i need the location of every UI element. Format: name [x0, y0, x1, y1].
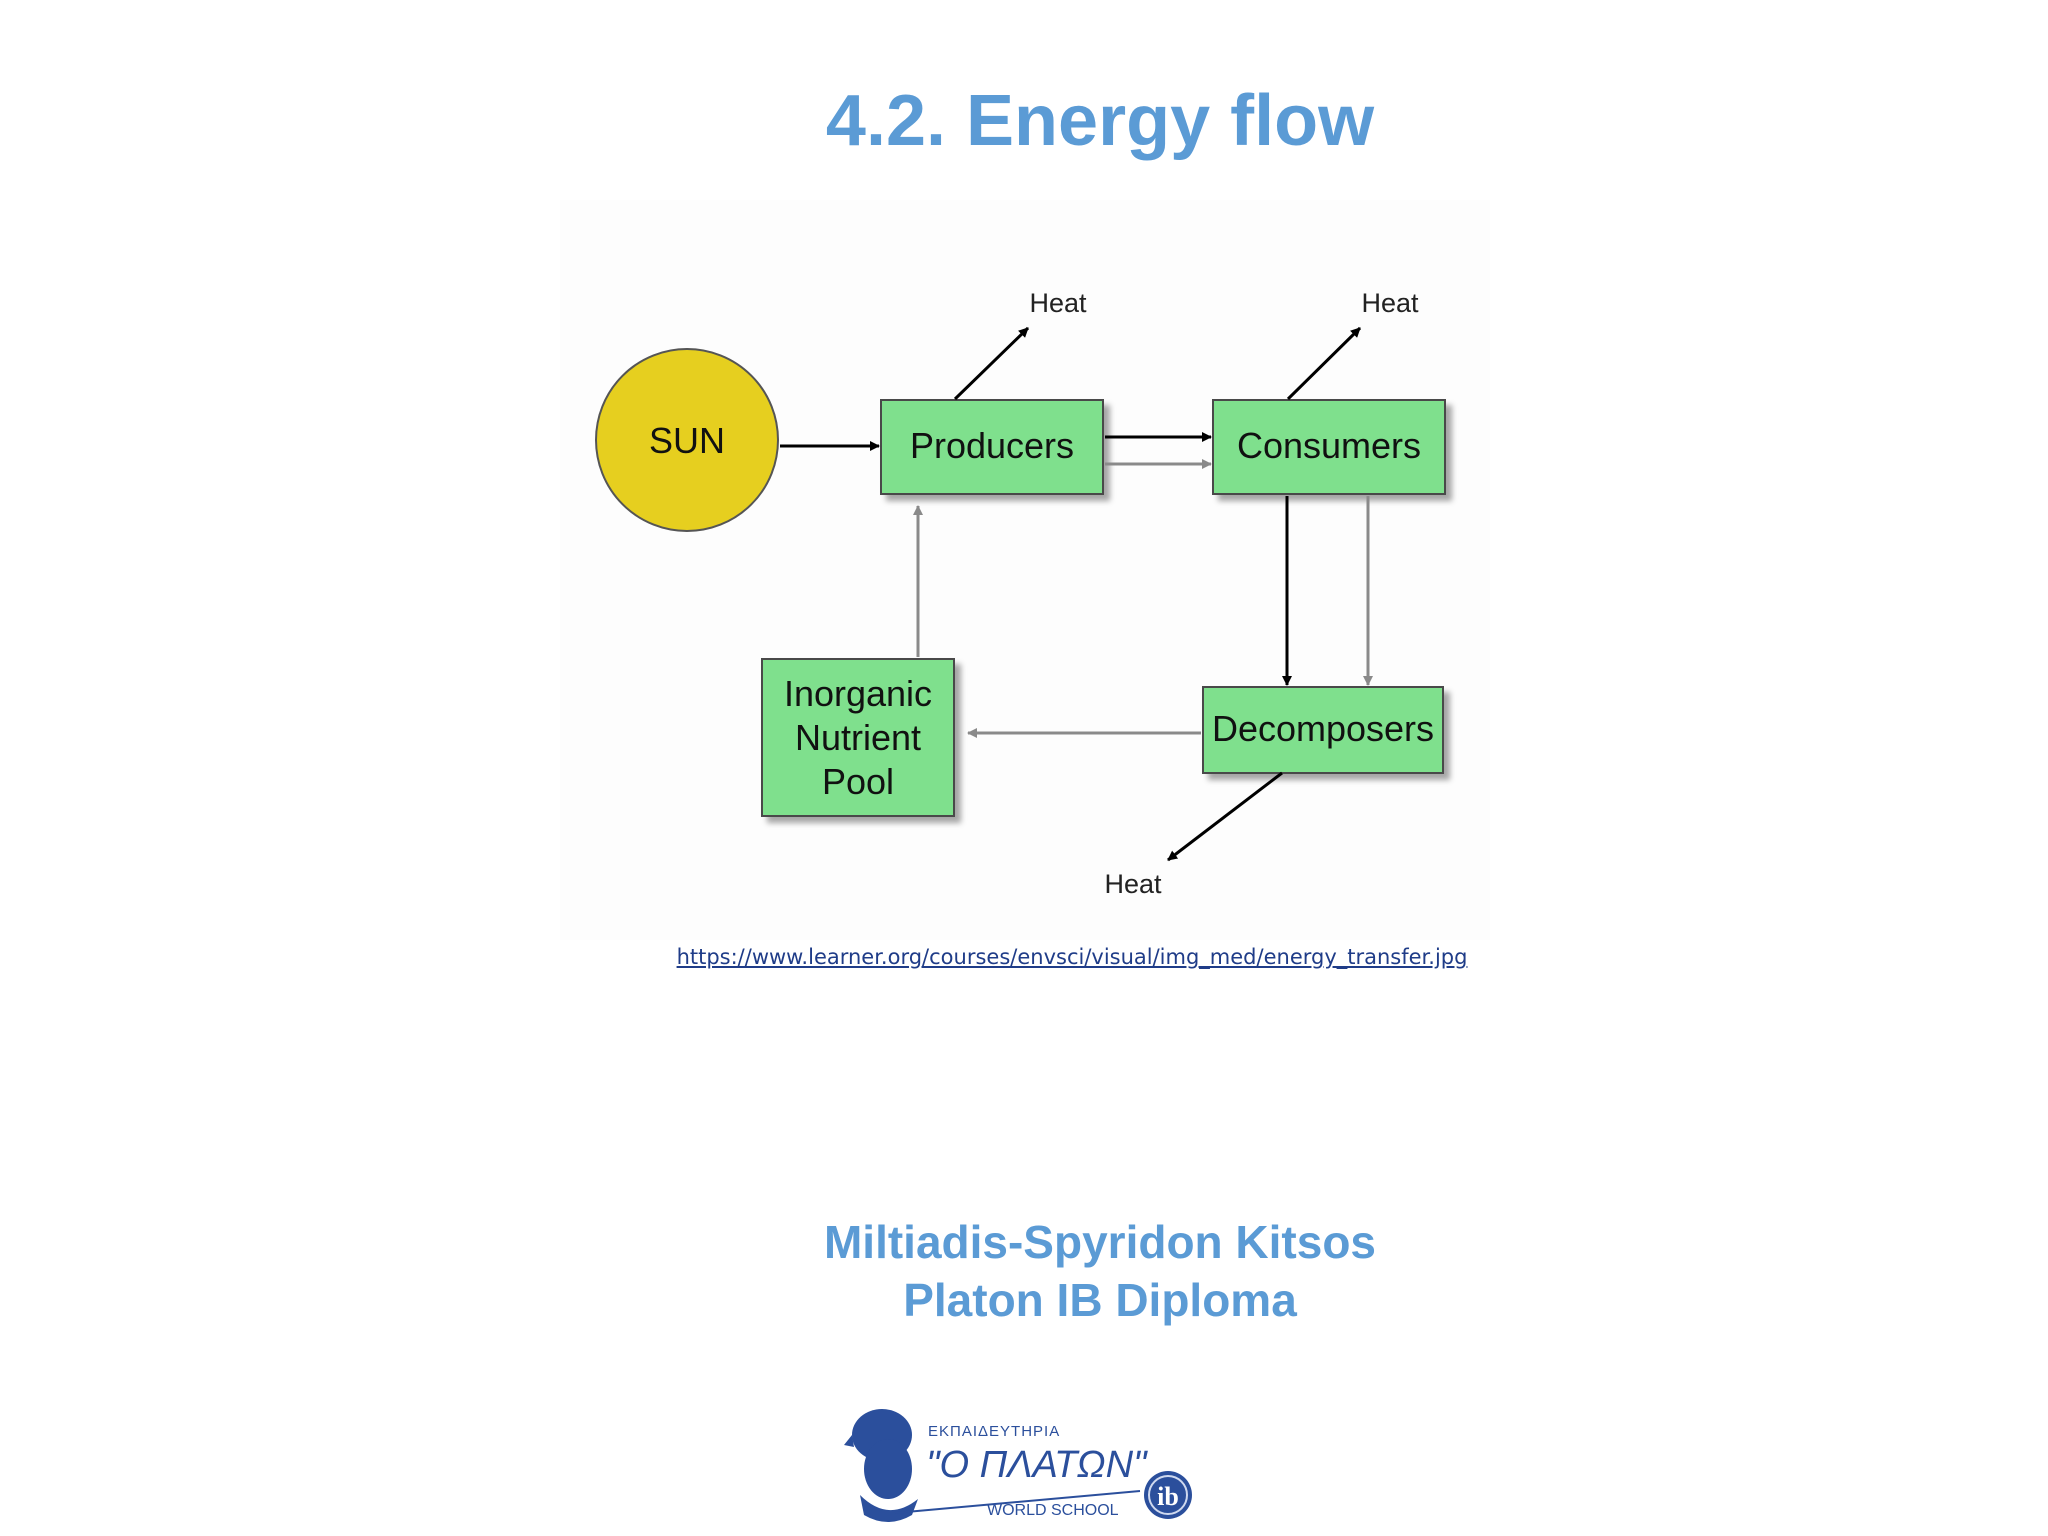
nutrient-pool-label-line2: Nutrient	[795, 717, 921, 758]
logo-line2: "Ο ΠΛΑΤΩΝ"	[926, 1444, 1148, 1486]
diagram-canvas: SUN Producers Consumers Decomposers Inor…	[595, 288, 1446, 899]
heat-label-consumers: Heat	[1361, 288, 1419, 318]
sun-node: SUN	[595, 348, 779, 532]
nutrient-pool-node: Inorganic Nutrient Pool	[761, 658, 955, 817]
decomposers-heat-arrow	[1167, 771, 1283, 862]
school-logo: ΕΚΠΑΙΔΕΥΤΗΡΙΑ "Ο ΠΛΑΤΩΝ" WORLD SCHOOL ib	[840, 1395, 1210, 1530]
nutrient-pool-label-line3: Pool	[822, 761, 894, 802]
logo-line1: ΕΚΠΑΙΔΕΥΤΗΡΙΑ	[928, 1423, 1060, 1440]
decomposers-label: Decomposers	[1212, 708, 1434, 749]
heat-label-producers: Heat	[1029, 288, 1087, 318]
author-program: Platon IB Diploma	[903, 1274, 1297, 1326]
bust-icon	[844, 1409, 918, 1522]
logo-line3: WORLD SCHOOL	[987, 1502, 1119, 1519]
slide-title: 4.2. Energy flow	[825, 81, 1375, 161]
nutrient-pool-label-line1: Inorganic	[784, 673, 932, 714]
consumers-label: Consumers	[1237, 425, 1421, 466]
ib-badge-icon: ib	[1144, 1471, 1192, 1519]
source-link[interactable]: https://www.learner.org/courses/envsci/v…	[676, 945, 1468, 969]
producers-node: Producers	[880, 399, 1104, 495]
energy-flow-diagram: SUN Producers Consumers Decomposers Inor…	[560, 200, 1490, 940]
heat-label-decomposers: Heat	[1104, 869, 1162, 899]
sun-label: SUN	[649, 420, 725, 461]
consumers-node: Consumers	[1212, 399, 1446, 495]
producers-heat-arrow	[953, 326, 1030, 401]
producers-label: Producers	[910, 425, 1074, 466]
consumers-heat-arrow	[1286, 326, 1362, 401]
platon-logo-mark: ΕΚΠΑΙΔΕΥΤΗΡΙΑ "Ο ΠΛΑΤΩΝ" WORLD SCHOOL ib	[844, 1409, 1192, 1522]
ib-badge-text: ib	[1157, 1482, 1179, 1511]
author-name: Miltiadis-Spyridon Kitsos	[823, 1216, 1377, 1268]
decomposers-node: Decomposers	[1202, 686, 1444, 774]
